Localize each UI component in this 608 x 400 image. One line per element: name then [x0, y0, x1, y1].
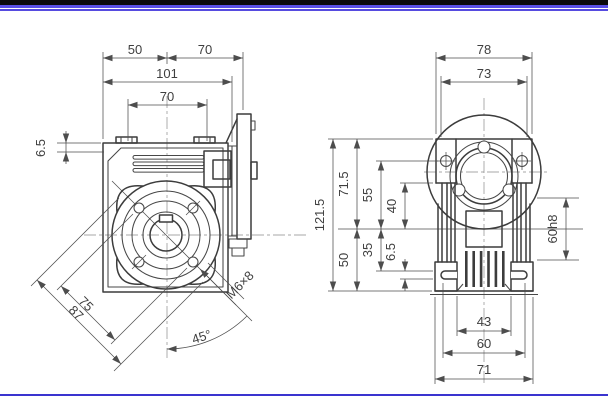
dim-side-lug-hole-to-axis: 55 [360, 188, 375, 202]
dim-side-axis-to-base: 50 [336, 253, 351, 267]
front-terminal-boss [203, 150, 232, 188]
front-terminal-boss-window [212, 159, 231, 180]
side-housing-circle [426, 114, 542, 230]
side-feet [430, 261, 538, 296]
side-view: 78 73 121.5 71.5 55 40 50 35 6.5 60h8 43… [312, 42, 583, 386]
dim-side-flange-width: 73 [477, 66, 491, 81]
front-bolt-holes [131, 200, 201, 270]
front-top-plug-left [115, 136, 138, 144]
side-body-columns [437, 182, 531, 263]
front-dimension-lines [36, 54, 248, 365]
dim-side-slot-span: 60 [477, 336, 491, 351]
side-dimension-lines [329, 54, 570, 383]
dim-side-axis-to-top: 71.5 [336, 171, 351, 196]
dim-side-slot-height: 6.5 [383, 243, 398, 261]
top-accent-line-2 [0, 9, 608, 11]
dim-front-face-width: 70 [160, 89, 174, 104]
front-input-flange-edge [225, 113, 258, 257]
front-cooling-fins [132, 154, 205, 173]
dim-front-bolt-angle: 45° [190, 327, 213, 347]
top-black-bar [0, 0, 608, 5]
top-accent-line-1 [0, 4, 608, 8]
front-view: 50 70 101 70 6.5 75 87 M6×8 45° [30, 42, 306, 372]
dim-side-feet-outer-span: 71 [477, 362, 491, 377]
dim-side-axis-to-slot: 35 [360, 243, 375, 257]
dim-front-top-lip: 6.5 [33, 139, 48, 157]
side-input-flange [449, 140, 519, 211]
front-keyway [158, 214, 174, 223]
side-extension-lines [328, 52, 579, 384]
front-body-inner-face [107, 147, 224, 288]
dim-front-worm-to-left: 50 [128, 42, 142, 57]
dim-side-flange-overall: 78 [477, 42, 491, 57]
dim-side-spigot: 60h8 [545, 215, 560, 244]
side-cooling-fins [456, 251, 512, 292]
front-top-plug-right [193, 136, 216, 144]
front-angle-arc [166, 315, 248, 353]
dim-front-worm-to-flange: 70 [198, 42, 212, 57]
dim-side-feet-inner-span: 43 [477, 314, 491, 329]
front-extension-lines [30, 52, 244, 372]
dim-side-overall-height: 121.5 [312, 199, 327, 232]
side-inspection-window [465, 210, 503, 248]
bottom-accent-line [0, 393, 608, 396]
dim-side-flange-foot-to-axis: 40 [384, 199, 399, 213]
dim-front-overall-width: 101 [156, 66, 178, 81]
